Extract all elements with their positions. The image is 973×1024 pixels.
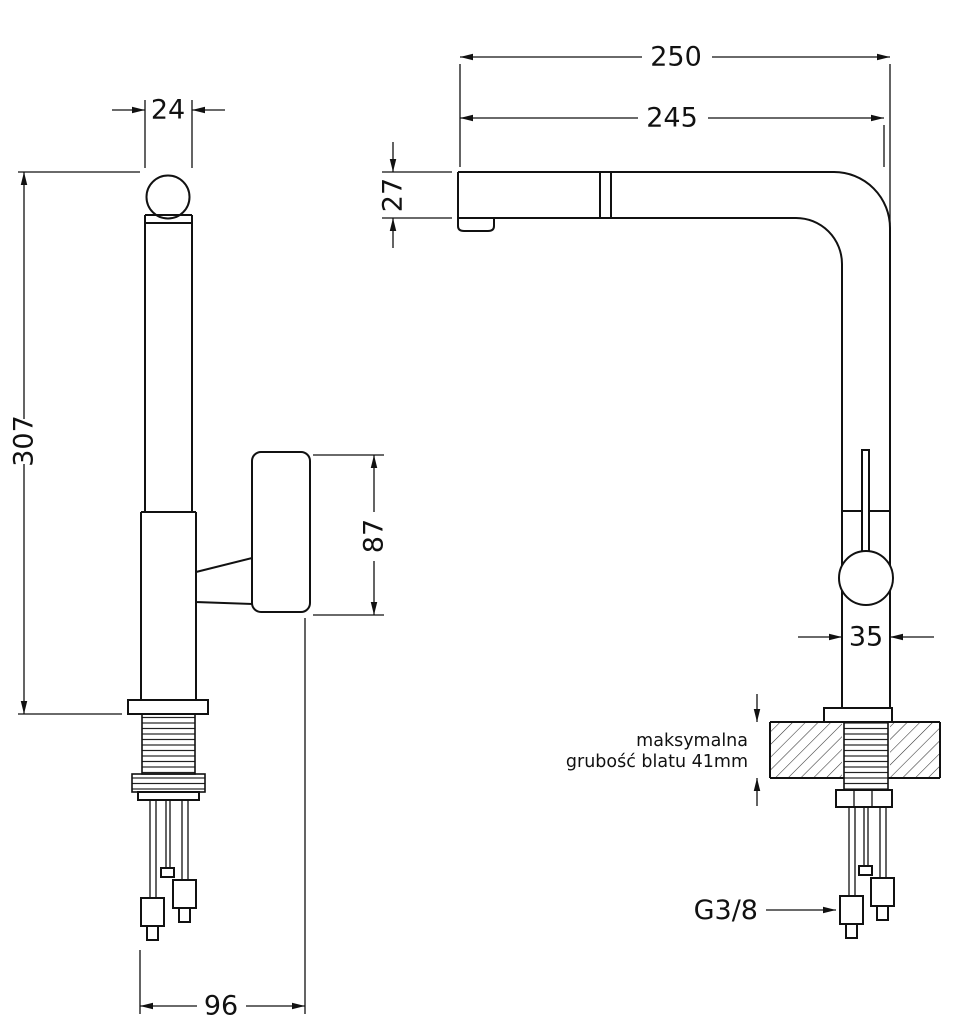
dim-label-96: 96 (204, 991, 238, 1022)
dimension-27: 27 (378, 142, 452, 248)
dimension-87: 87 (313, 454, 390, 616)
dimension-24: 24 (112, 95, 225, 168)
front-faucet-body (457, 171, 894, 708)
dim-label-24: 24 (151, 95, 185, 126)
threaded-shank (141, 713, 196, 775)
side-hoses (140, 800, 197, 941)
mounting-nut (835, 789, 893, 808)
stud-foot (160, 867, 175, 878)
hose-tip (876, 905, 889, 921)
side-faucet-body (127, 174, 311, 801)
handle-lever (251, 451, 311, 613)
dim-label-27: 27 (378, 178, 409, 212)
thread-size-label: G3/8 (694, 895, 758, 926)
hose-connector (172, 879, 197, 909)
mounting-nut (131, 773, 206, 793)
countertop-note-line2: grubość blatu 41mm (566, 752, 748, 772)
countertop: maksymalna grubość blatu 41mm (566, 694, 941, 806)
dim-label-307: 307 (9, 415, 40, 467)
dim-label-87: 87 (359, 519, 390, 553)
countertop-hatch-left (770, 723, 842, 777)
lever-ball (838, 550, 894, 606)
base-flange (127, 699, 209, 715)
dimension-96: 96 (139, 618, 306, 1022)
hose-tip (178, 907, 191, 923)
hose-connector (870, 877, 895, 907)
thread-size-callout: G3/8 (694, 895, 836, 926)
dim-label-35: 35 (849, 622, 883, 653)
aerator-outlet (457, 218, 495, 232)
washer-plate (137, 791, 200, 801)
dimension-307: 307 (9, 171, 140, 715)
stud-foot (858, 865, 873, 876)
spout-cap-circle (145, 174, 191, 220)
lever-stick (861, 449, 870, 555)
base-flange (823, 707, 893, 723)
front-view: 250 245 27 35 (378, 42, 941, 939)
dimension-250: 250 (459, 42, 891, 224)
countertop-hatch-right (890, 723, 940, 777)
countertop-note-line1: maksymalna (636, 731, 748, 751)
dim-label-245: 245 (646, 103, 698, 134)
dimension-245: 245 (460, 103, 885, 167)
threaded-shank (843, 721, 889, 791)
dim-label-250: 250 (650, 42, 702, 73)
front-hoses (835, 789, 895, 939)
dimension-35: 35 (798, 622, 934, 653)
hose-tip (146, 925, 159, 941)
hose-tip (845, 923, 858, 939)
side-view: 24 307 87 96 (9, 95, 390, 1022)
handle-neck (195, 556, 253, 606)
hose-connector (839, 895, 864, 925)
hose-connector (140, 897, 165, 927)
